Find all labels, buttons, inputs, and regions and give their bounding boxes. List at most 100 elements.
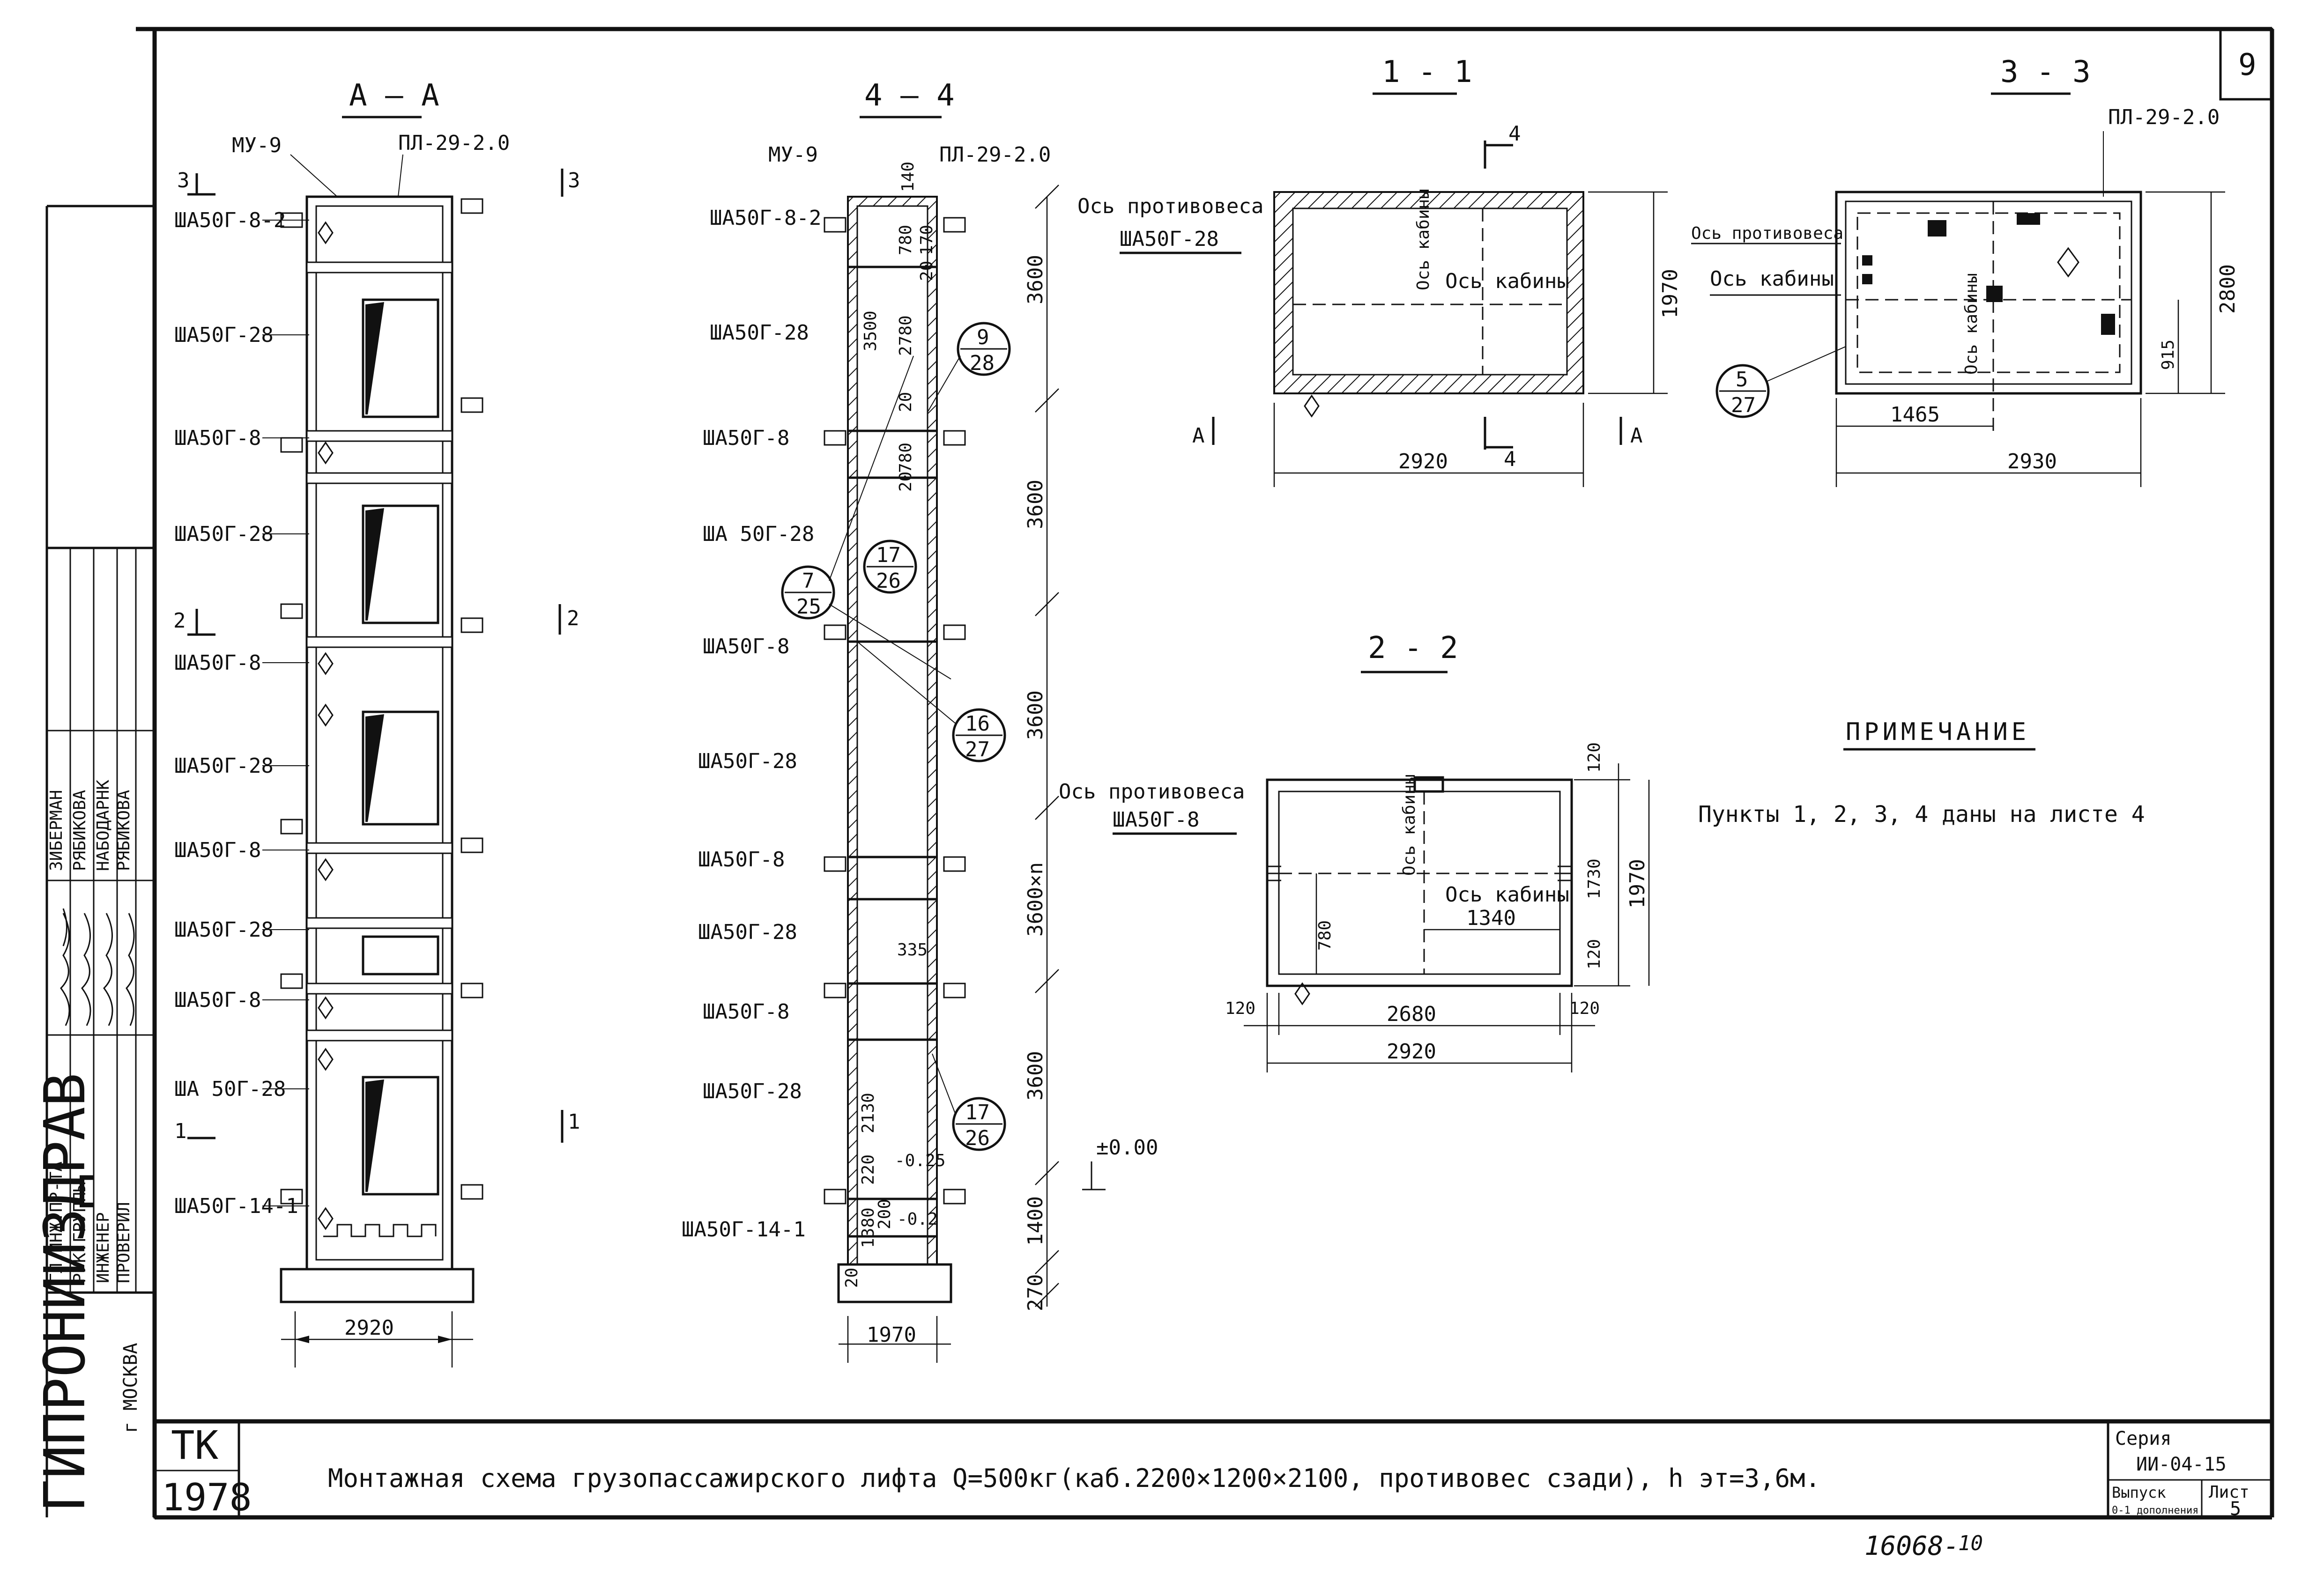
sheet-frame: 9: [136, 27, 2274, 1520]
s33-dim-1465: 1465: [1890, 403, 1940, 427]
series-label: Серия: [2115, 1428, 2171, 1449]
s44-dim-15: 20: [842, 1268, 861, 1288]
s44-mark-pl: ПЛ-29-2.0: [939, 143, 1051, 167]
section-44: 4 – 4 МУ-9 ПЛ-29-2.0 140: [682, 78, 1158, 1363]
s22-dim-1340: 1340: [1466, 906, 1516, 930]
aa-label-8: ША50Г-8: [174, 988, 261, 1012]
s22-axis-cw-mark: ША50Г-8: [1113, 808, 1199, 832]
s44-dim-3: 3500: [861, 310, 880, 351]
s44-callout-0-top: 9: [977, 325, 989, 349]
aa-labels: ША50Г-8-2 ША50Г-28 ША50Г-8 ША50Г-28 ША50…: [174, 208, 298, 1218]
s44-dim-9: 2130: [859, 1093, 878, 1133]
s44-label-2: ША50Г-8: [703, 426, 789, 450]
s11-axis-cw-mark: ША50Г-28: [1120, 227, 1219, 251]
s44-dim-1: 170: [917, 225, 936, 255]
s22-axis-cab-v: Ось кабины: [1400, 774, 1419, 876]
s33-callout-top: 5: [1736, 368, 1748, 392]
s33-dim-h: 2800: [2216, 264, 2240, 314]
aa-panel-markers: [318, 221, 334, 1230]
s11-cut4-bottom: 4: [1504, 447, 1516, 471]
s44-floors: [848, 266, 937, 1238]
s44-dim-5: 20: [896, 392, 915, 412]
s44-dim-0: 780: [896, 225, 915, 255]
s33-axis-cab: Ось кабины: [1710, 267, 1834, 291]
s44-right-3: 3600×n: [1024, 862, 1047, 937]
archive-number: 16068-: [1864, 1531, 1959, 1561]
signature-scribbles: [60, 908, 135, 1026]
aa-cut1-left: 1: [174, 1119, 187, 1143]
s22-dim-120-right: 120: [1569, 999, 1600, 1018]
s33-callout-bottom: 27: [1731, 393, 1756, 417]
note-block: ПРИМЕЧАНИЕ Пункты 1, 2, 3, 4 даны на лис…: [1698, 718, 2145, 828]
aa-cut3-right: 3: [568, 169, 580, 192]
aa-cut2-left: 2: [173, 609, 186, 633]
s33-mark: ПЛ-29-2.0: [2108, 105, 2220, 129]
s44-inner-dims: 780 170 20 3500 2780 20 780 20 335 2130 …: [842, 225, 945, 1288]
s22-dim-1970: 1970: [1626, 859, 1649, 909]
section-aa-title: А – А: [349, 78, 439, 113]
s33-callout-5-27: 5 27: [1715, 346, 1846, 418]
s22-dim-120-left: 120: [1225, 999, 1255, 1018]
s22-axis-cab: Ось кабины: [1445, 883, 1569, 907]
role-3: ПРОВЕРИЛ: [114, 1202, 134, 1283]
section-aa: А – А МУ-9 ПЛ-29-2.0 3 3 2 2 1 1: [173, 78, 580, 1368]
s33-dim-915: 915: [2159, 340, 2178, 370]
s44-callout-16-27: 16 27: [857, 641, 1006, 762]
s44-callout-0-bottom: 28: [970, 351, 995, 375]
name-3: РЯБИКОВА: [114, 790, 134, 871]
section-44-title: 4 – 4: [864, 78, 955, 113]
aa-label-6: ША50Г-8: [174, 838, 261, 862]
aa-label-2: ША50Г-8: [174, 426, 261, 450]
aa-door-openings: [362, 298, 439, 1196]
s44-right-6: 270: [1024, 1274, 1047, 1311]
aa-brackets: [280, 198, 483, 1205]
s44-dim-width: 1970: [867, 1323, 916, 1347]
s44-dim-10: 220: [859, 1154, 878, 1185]
tk-year: 1978: [162, 1476, 252, 1519]
section-11: 1 - 1 4 Ось противовеса ША50Г-28 Ось каб…: [1077, 55, 1682, 487]
s11-cut4: 4: [1508, 122, 1521, 146]
sheet-value: 5: [2230, 1498, 2241, 1520]
note-text: Пункты 1, 2, 3, 4 даны на листе 4: [1698, 801, 2145, 828]
s11-cut-a-left: А: [1192, 424, 1205, 448]
s11-axis-cab-v: Ось кабины: [1414, 189, 1433, 290]
tk-label: ТК: [171, 1422, 219, 1468]
s33-dim-w: 2930: [2007, 450, 2057, 473]
s44-right-5: 1400: [1024, 1196, 1047, 1246]
s44-right-ticks: [1035, 185, 1059, 1307]
s11-dim-w: 2920: [1398, 450, 1448, 473]
aa-cut1-right: 1: [568, 1110, 580, 1134]
s44-label-5: ША50Г-28: [698, 749, 797, 773]
s44-dim-7: 20: [896, 472, 915, 492]
section-22: 2 - 2 Ось противовеса ША50Г-8 Ось кабины…: [1059, 631, 1650, 1072]
issue-label: Выпуск: [2112, 1484, 2166, 1501]
role-0: ГЛ.ИНЖ.ПР-ТА: [47, 1161, 66, 1283]
s33-axis-cw: Ось противовеса: [1691, 224, 1843, 243]
s22-dim-120-top: 120: [1585, 742, 1604, 773]
s22-dim-2920: 2920: [1387, 1040, 1436, 1064]
s44-callout-1-bottom: 26: [876, 569, 901, 593]
s44-right-2: 3600: [1024, 690, 1047, 740]
s44-callout-3-bottom: 27: [965, 738, 990, 761]
s44-label-7: ША50Г-28: [698, 920, 797, 944]
aa-floor-slabs: [306, 261, 453, 1042]
section-33: 3 - 3 ПЛ-29-2.0 Ось противовеса Ось каби…: [1691, 55, 2240, 487]
aa-label-4: ША50Г-8: [174, 651, 261, 675]
note-heading: ПРИМЕЧАНИЕ: [1846, 718, 2030, 746]
s44-callout-17-26-upper: 17 26: [863, 540, 917, 594]
archive-sub: 10: [1958, 1531, 1983, 1555]
section-22-title: 2 - 2: [1368, 631, 1458, 665]
name-1: РЯБИКОВА: [70, 790, 89, 871]
title-block-bottom: ТК 1978 Монтажная схема грузопассажирско…: [153, 1420, 2272, 1561]
s44-level: ±0.00: [1096, 1136, 1158, 1160]
s22-dim-120-bot: 120: [1585, 939, 1604, 969]
s44-dim-14: -0.2: [897, 1210, 938, 1229]
s44-callout-4-top: 17: [965, 1101, 990, 1124]
s44-label-1: ША50Г-28: [710, 321, 809, 345]
s44-label-0: ША50Г-8-2: [710, 206, 821, 230]
s44-mark-mu9: МУ-9: [768, 143, 818, 167]
s22-dim-2680: 2680: [1387, 1002, 1436, 1026]
s11-cut-a-right: А: [1630, 424, 1643, 448]
name-2: НАБОДАРНК: [94, 780, 113, 871]
